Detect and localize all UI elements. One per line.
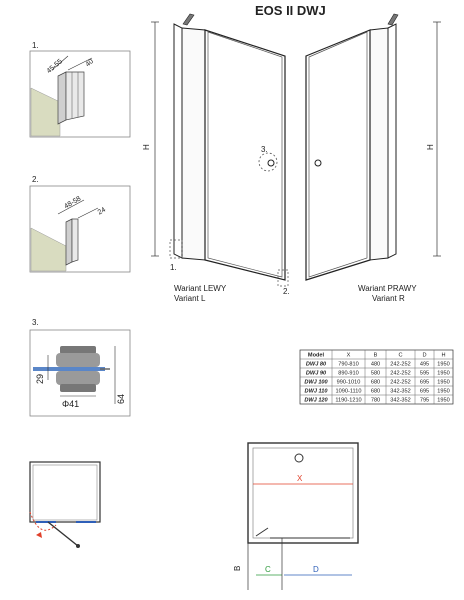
- detail-2-number: 2.: [32, 175, 39, 184]
- right-door-view: H Wariant PRAWY Variant R: [305, 13, 441, 303]
- plan-x-label: X: [297, 474, 303, 483]
- left-variant-line2: Variant L: [174, 294, 206, 303]
- table-cell: 1950: [437, 389, 449, 395]
- left-door-panel: [204, 29, 286, 281]
- table-cell: 242-252: [390, 380, 411, 386]
- table-cell: 242-252: [390, 362, 411, 368]
- table-cell: 1950: [437, 398, 449, 404]
- detail-3-knob-top: [60, 346, 96, 354]
- right-variant-line2: Variant R: [372, 294, 405, 303]
- table-cell: 680: [371, 380, 380, 386]
- detail-2-wall: [30, 227, 67, 272]
- table-header-cell: H: [441, 353, 445, 359]
- detail-1-number: 1.: [32, 41, 39, 50]
- table-cell: 1950: [437, 371, 449, 377]
- table-cell: DWJ 90: [306, 371, 327, 377]
- left-callout-2: 2.: [283, 287, 290, 296]
- table-cell: 480: [371, 362, 380, 368]
- plan-c-label: C: [265, 565, 271, 574]
- detail-2-glass-edge: [71, 218, 79, 263]
- table-cell: 1950: [437, 362, 449, 368]
- left-variant-line1: Wariant LEWY: [174, 284, 227, 293]
- table-cell: 695: [420, 389, 429, 395]
- table-cell: DWJ 100: [304, 380, 328, 386]
- table-header-cell: X: [347, 353, 351, 359]
- drain-icon: [294, 453, 304, 463]
- detail-3-glass: [33, 367, 105, 371]
- table-cell: DWJ 80: [306, 362, 327, 368]
- plan-small-door-swing: [47, 521, 79, 547]
- dimensions-table: Model X B C D H DWJ 80 790-810 480 242-252 495 1950…: [299, 349, 454, 405]
- table-cell: 1190-1210: [335, 398, 361, 404]
- left-height-label: H: [142, 144, 151, 150]
- right-door-handle: [314, 159, 322, 167]
- plan-b-label: B: [233, 566, 242, 571]
- detail-3-number: 3.: [32, 318, 39, 327]
- plan-main: X B C D: [233, 442, 359, 590]
- table-cell: 495: [420, 362, 429, 368]
- table-cell: 680: [371, 389, 380, 395]
- table-cell: 242-252: [390, 371, 411, 377]
- table-cell: 795: [420, 398, 429, 404]
- table-cell: 780: [371, 398, 380, 404]
- table-cell: 342-352: [390, 398, 411, 404]
- plan-small: [29, 461, 101, 548]
- left-top-hinge: [182, 13, 195, 26]
- detail-2-wall-profile: [65, 218, 73, 266]
- detail-3-knob-body-upper: [56, 353, 100, 367]
- detail-3-dim-d: Φ41: [62, 399, 79, 409]
- table-header-cell: D: [422, 353, 426, 359]
- detail-3: 3. 29 64 Φ41: [29, 318, 131, 417]
- right-variant-line1: Wariant PRAWY: [358, 284, 417, 293]
- table-cell: 1090-1110: [336, 389, 362, 395]
- table-cell: DWJ 110: [305, 389, 329, 395]
- left-callout-1: 1.: [170, 263, 177, 272]
- detail-3-dim-h1: 29: [35, 374, 45, 384]
- detail-3-knob-body-lower: [56, 371, 100, 385]
- right-top-hinge: [387, 13, 399, 26]
- left-door-handle: [267, 159, 275, 167]
- table-header-cell: B: [374, 353, 378, 359]
- table-cell: DWJ 120: [304, 398, 328, 404]
- table-cell: 595: [420, 371, 429, 377]
- plan-small-swing-arc: [29, 511, 57, 531]
- detail-1-wall: [30, 87, 61, 137]
- table-cell: 342-352: [390, 389, 411, 395]
- detail-3-knob-bottom: [60, 384, 96, 392]
- table-cell: 580: [371, 371, 380, 377]
- table-cell: 890-910: [338, 371, 359, 377]
- right-height-label: H: [426, 144, 435, 150]
- detail-1-door-profile: [65, 71, 85, 121]
- left-callout-3: 3.: [261, 145, 268, 154]
- table-header-cell: C: [398, 353, 402, 359]
- detail-1-dim-b: 40: [85, 58, 96, 68]
- detail-2-dim-b: 24: [97, 206, 107, 216]
- detail-1-wall-profile: [57, 71, 67, 125]
- table-header-cell: Model: [308, 353, 325, 359]
- plan-d-label: D: [313, 565, 319, 574]
- right-door-panel: [305, 29, 371, 281]
- table-cell: 990-1010: [337, 380, 361, 386]
- table-cell: 790-810: [338, 362, 359, 368]
- table-cell: 695: [420, 380, 429, 386]
- table-cell: 1950: [437, 380, 449, 386]
- page-title: EOS II DWJ: [255, 3, 326, 18]
- left-door-view: H 3. 1. 2. Wariant LEWY Variant L: [142, 13, 290, 303]
- detail-3-dim-h2: 64: [116, 394, 126, 404]
- detail-1: 1. 45-55 40: [29, 41, 131, 138]
- detail-2: 2. 48-58 24: [29, 175, 131, 273]
